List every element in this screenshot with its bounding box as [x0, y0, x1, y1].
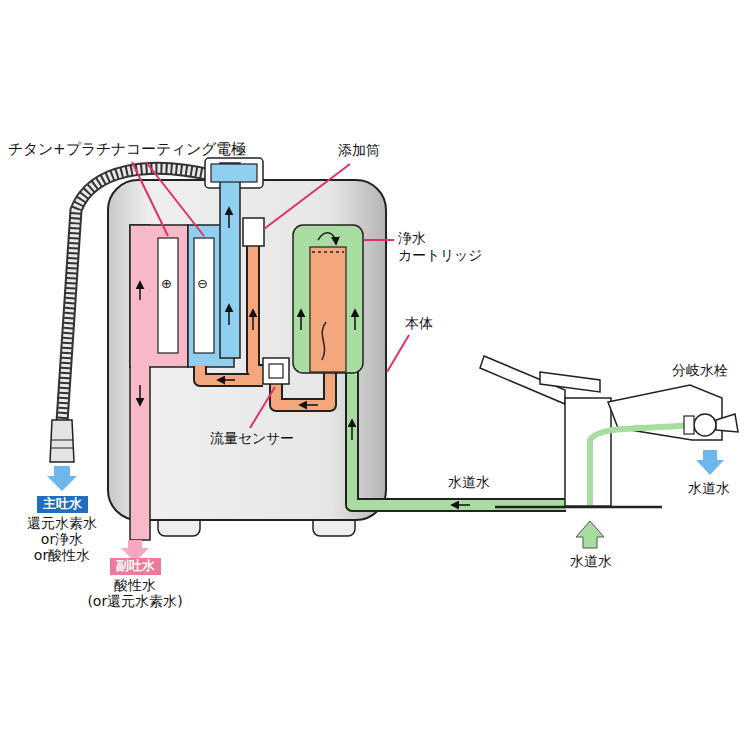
pipe [200, 366, 263, 380]
leader-line [364, 239, 394, 241]
flow-arrow [252, 310, 254, 330]
anode [158, 238, 178, 353]
flow-arrow [218, 379, 235, 381]
flow-label: 水道水 [688, 480, 730, 497]
filter-media [310, 247, 346, 372]
additive-tube [243, 218, 264, 246]
outflow-heading: 主吐水 [37, 496, 88, 513]
part-label: 分岐水栓 [672, 362, 728, 379]
tap-water-pipe [352, 372, 566, 505]
flow-arrow [139, 385, 141, 405]
outlet-channel [211, 164, 257, 182]
flow-arrow [139, 282, 141, 300]
nozzle-ring [51, 448, 73, 449]
pipe [253, 245, 263, 371]
part-label: 流量センサー [210, 430, 294, 447]
leader-line [250, 387, 275, 428]
diverter-lever [716, 414, 738, 432]
leader-line [264, 164, 350, 229]
nozzle-ring [51, 440, 73, 441]
flow-arrow [452, 504, 470, 506]
flow-arrow [300, 310, 302, 330]
diverter-valve [694, 414, 716, 436]
pipe-outline [352, 372, 566, 505]
outflow-box: 主吐水還元水素水 or浄水 or酸性水 [20, 493, 104, 563]
flow-arrow [228, 208, 230, 228]
part-label: チタン+プラチナコーティング電極 [8, 140, 246, 158]
filter-cartridge [293, 225, 363, 373]
outflow-arrow [696, 450, 724, 475]
nozzle [50, 420, 74, 462]
outflow-box: 副吐水酸性水 (or還元水素水) [83, 555, 187, 609]
diverter-port [684, 416, 694, 434]
outflow-description: 酸性水 (or還元水素水) [83, 577, 187, 609]
flow-sensor-core [269, 364, 283, 378]
cathode [194, 238, 214, 353]
inflow-arrow [576, 521, 604, 548]
flow-sensor [263, 358, 289, 384]
leader-line [387, 335, 409, 372]
flow-arrow [318, 233, 336, 244]
flow-label: 水道水 [570, 553, 612, 570]
flow-label: 水道水 [448, 474, 490, 491]
acid-channel-fill [131, 226, 149, 539]
leader-line [146, 162, 204, 236]
outflow-description: 還元水素水 or浄水 or酸性水 [20, 515, 104, 563]
tap-water-line [590, 425, 690, 505]
flow-curve [322, 322, 326, 360]
acid-channel [130, 225, 150, 540]
filter-top [312, 251, 344, 253]
part-label: 本体 [405, 315, 433, 332]
flow-arrow [228, 305, 230, 325]
leader-line [132, 162, 168, 236]
polarity-symbol: ⊖ [197, 276, 208, 292]
flow-arrow [354, 310, 356, 330]
outflow-heading: 副吐水 [110, 558, 161, 575]
alkaline-channel [220, 163, 240, 358]
part-label: 添加筒 [338, 142, 380, 159]
polarity-symbol: ⊕ [161, 276, 172, 292]
flow-arrow [351, 420, 353, 440]
flow-arrow [300, 404, 318, 406]
outflow-arrow [47, 466, 77, 491]
pipe-outline [253, 245, 263, 371]
faucet-handle [540, 372, 600, 392]
part-label: 浄水 カートリッジ [398, 230, 482, 264]
